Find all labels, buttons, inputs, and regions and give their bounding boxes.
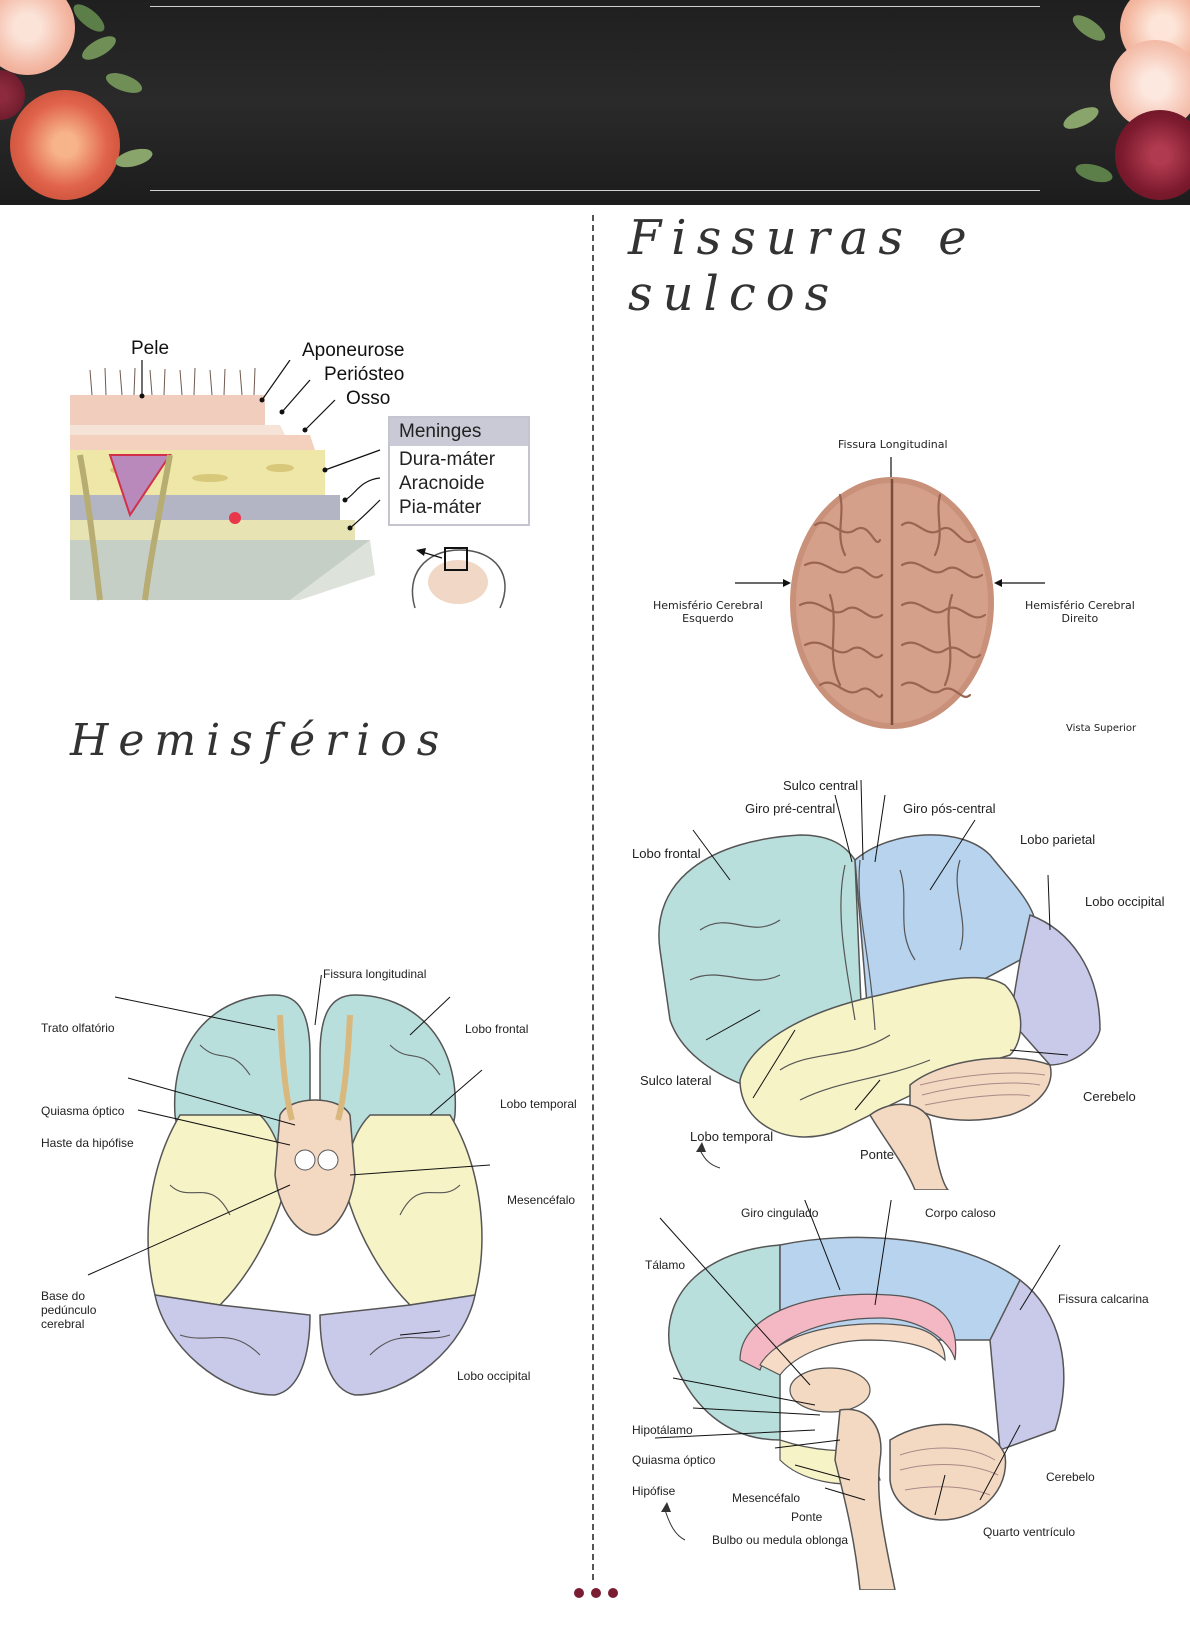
label-aponeurosis: Aponeurose: [302, 340, 405, 361]
label-calcarine-fissure: Fissura calcarina: [1058, 1292, 1149, 1306]
label-midbrain-inferior: Mesencéfalo: [507, 1193, 576, 1207]
label-corpus-callosum: Corpo caloso: [925, 1206, 996, 1220]
meninges-illustration: [70, 360, 506, 609]
dot-1: [574, 1588, 584, 1598]
label-midbrain-medial: Mesencéfalo: [732, 1491, 801, 1505]
label-occipital-lobe: Lobo occipital: [1085, 894, 1165, 909]
dot-3: [608, 1588, 618, 1598]
label-postcentral-gyrus: Giro pós-central: [903, 801, 996, 816]
heading-hemispheres: Hemisférios: [70, 715, 450, 766]
meninges-legend-title: Meninges: [390, 418, 528, 446]
label-lateral-sulcus: Sulco lateral: [640, 1073, 712, 1088]
leaf-decoration: [69, 0, 109, 37]
label-hypophysis: Hipófise: [632, 1484, 676, 1498]
label-hypothalamus: Hipotálamo: [632, 1423, 693, 1437]
leaf-decoration: [1073, 160, 1115, 186]
flower-decoration: [10, 90, 120, 200]
label-pia: Pia-máter: [399, 497, 482, 518]
label-occipital-lobe-inferior: Lobo occipital: [457, 1369, 531, 1383]
label-arachnoid: Aracnoide: [399, 473, 485, 494]
flower-decoration: [1115, 110, 1190, 200]
page-dots: [574, 1588, 618, 1598]
label-central-sulcus: Sulco central: [783, 778, 859, 793]
label-frontal-lobe-inferior: Lobo frontal: [465, 1022, 529, 1036]
label-precentral-gyrus: Giro pré-central: [745, 801, 836, 816]
label-pons-medial: Ponte: [791, 1510, 823, 1524]
label-parietal-lobe: Lobo parietal: [1020, 832, 1096, 847]
label-temporal-lobe-lateral: Lobo temporal: [690, 1129, 774, 1144]
leaf-decoration: [78, 31, 120, 65]
label-skin: Pele: [131, 338, 170, 359]
lateral-brain-illustration: [658, 780, 1101, 1190]
header-banner: [0, 0, 1190, 205]
banner-top-line: [150, 6, 1040, 7]
label-cerebral-peduncle: Base do pedúnculo cerebral: [41, 1289, 97, 1331]
label-frontal-lobe: Lobo frontal: [632, 846, 701, 861]
label-longitudinal-fissure-inferior: Fissura longitudinal: [323, 967, 427, 981]
label-medulla: Bulbo ou medula oblonga: [712, 1533, 849, 1547]
flower-decoration: [0, 0, 75, 75]
label-optic-chiasm-medial: Quiasma óptico: [632, 1453, 716, 1467]
banner-bottom-line: [150, 190, 1040, 191]
label-olfactory-tract: Trato olfatório: [41, 1021, 115, 1035]
label-optic-chiasm-inferior: Quiasma óptico: [41, 1104, 125, 1118]
label-bone: Osso: [346, 388, 391, 409]
label-right-hemisphere: Hemisfério Cerebral Direito: [1025, 599, 1135, 625]
label-left-hemisphere: Hemisfério Cerebral Esquerdo: [653, 599, 763, 625]
heading-fissures: Fissuras e sulcos: [628, 210, 977, 322]
inferior-brain-illustration: [87, 975, 491, 1396]
leaf-decoration: [103, 68, 145, 98]
medial-brain-illustration: [654, 1200, 1065, 1590]
label-cingulate-gyrus: Giro cingulado: [741, 1206, 819, 1220]
leaf-decoration: [1068, 10, 1110, 46]
label-temporal-lobe-inferior: Lobo temporal: [500, 1097, 577, 1111]
label-cerebellum-lateral: Cerebelo: [1083, 1089, 1136, 1104]
label-pituitary-stalk: Haste da hipófise: [41, 1136, 134, 1150]
label-dura: Dura-máter: [399, 449, 496, 470]
label-cerebellum-medial: Cerebelo: [1046, 1470, 1095, 1484]
label-pons-lateral: Ponte: [860, 1147, 894, 1162]
label-periosteum: Periósteo: [324, 364, 405, 385]
label-longitudinal-fissure: Fissura Longitudinal: [838, 438, 948, 451]
superior-brain-illustration: [735, 457, 1045, 729]
caption-superior-view: Vista Superior: [1066, 723, 1137, 734]
label-fourth-ventricle: Quarto ventrículo: [983, 1525, 1076, 1539]
dot-2: [591, 1588, 601, 1598]
column-divider: [592, 215, 594, 1580]
label-thalamus: Tálamo: [645, 1258, 686, 1272]
leaf-decoration: [1060, 102, 1102, 134]
meninges-legend-box: Meninges Dura-máter Aracnoide Pia-máter: [388, 416, 530, 526]
